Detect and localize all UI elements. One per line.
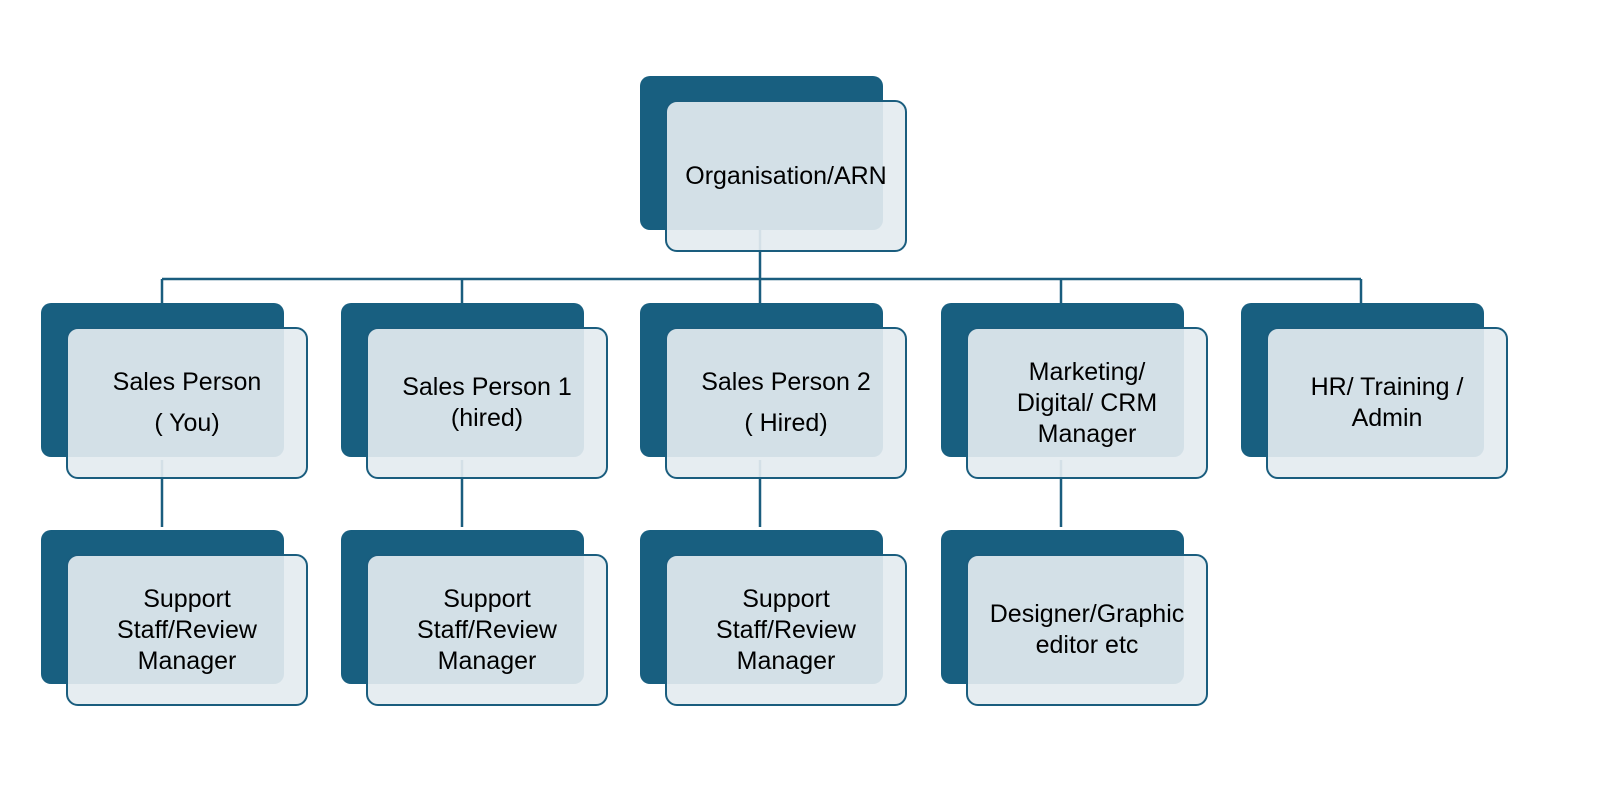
- node-text-line: Manager: [1037, 419, 1137, 448]
- node-text-line: ( You): [154, 409, 220, 437]
- node-support-staff-2: Support Staff/Review Manager: [341, 530, 611, 710]
- node-sales-person-1: Sales Person 1 (hired): [341, 303, 611, 483]
- node-text-line: Staff/Review: [417, 615, 557, 644]
- node-support-staff-3: Support Staff/Review Manager: [640, 530, 910, 710]
- node-sales-person-2: Sales Person 2 ( Hired): [640, 303, 910, 483]
- node-hr-admin: HR/ Training / Admin: [1241, 303, 1511, 483]
- node-text-line: Designer/Graphic: [989, 600, 1185, 628]
- node-organisation: Organisation/ARN: [640, 76, 910, 256]
- node-text-line: Digital/ CRM: [1016, 388, 1158, 417]
- node-text-line: Sales Person: [112, 368, 262, 396]
- node-label-box: Designer/Graphic editor etc: [966, 554, 1208, 706]
- node-designer-graphic-editor: Designer/Graphic editor etc: [941, 530, 1211, 710]
- node-text-line: ( Hired): [744, 409, 828, 437]
- node-label-box: Organisation/ARN: [665, 100, 907, 252]
- node-text-line: Marketing/: [1028, 357, 1146, 386]
- node-text-line: Manager: [736, 646, 836, 675]
- node-text-line: Support: [143, 584, 231, 613]
- node-label-box: HR/ Training / Admin: [1266, 327, 1508, 479]
- node-label-box: Sales Person 1 (hired): [366, 327, 608, 479]
- node-text-line: (hired): [450, 404, 524, 432]
- node-label-box: Sales Person ( You): [66, 327, 308, 479]
- node-text-line: Staff/Review: [117, 615, 257, 644]
- node-label-box: Support Staff/Review Manager: [665, 554, 907, 706]
- node-text-line: Support: [443, 584, 531, 613]
- node-text-line: HR/ Training /: [1310, 373, 1464, 401]
- node-text-line: Support: [742, 584, 830, 613]
- node-sales-person-you: Sales Person ( You): [41, 303, 311, 483]
- node-label-box: Marketing/ Digital/ CRM Manager: [966, 327, 1208, 479]
- node-label-box: Support Staff/Review Manager: [366, 554, 608, 706]
- node-text-line: Manager: [437, 646, 537, 675]
- node-text-line: Admin: [1351, 404, 1423, 432]
- node-label-box: Support Staff/Review Manager: [66, 554, 308, 706]
- node-text-line: Organisation/ARN: [685, 161, 887, 190]
- node-support-staff-1: Support Staff/Review Manager: [41, 530, 311, 710]
- node-text-line: Manager: [137, 646, 237, 675]
- node-text-line: Sales Person 2: [701, 368, 871, 396]
- node-label-box: Sales Person 2 ( Hired): [665, 327, 907, 479]
- node-text-line: Sales Person 1: [402, 373, 572, 401]
- node-text-line: Staff/Review: [716, 615, 856, 644]
- node-marketing-manager: Marketing/ Digital/ CRM Manager: [941, 303, 1211, 483]
- node-text-line: editor etc: [1035, 631, 1139, 659]
